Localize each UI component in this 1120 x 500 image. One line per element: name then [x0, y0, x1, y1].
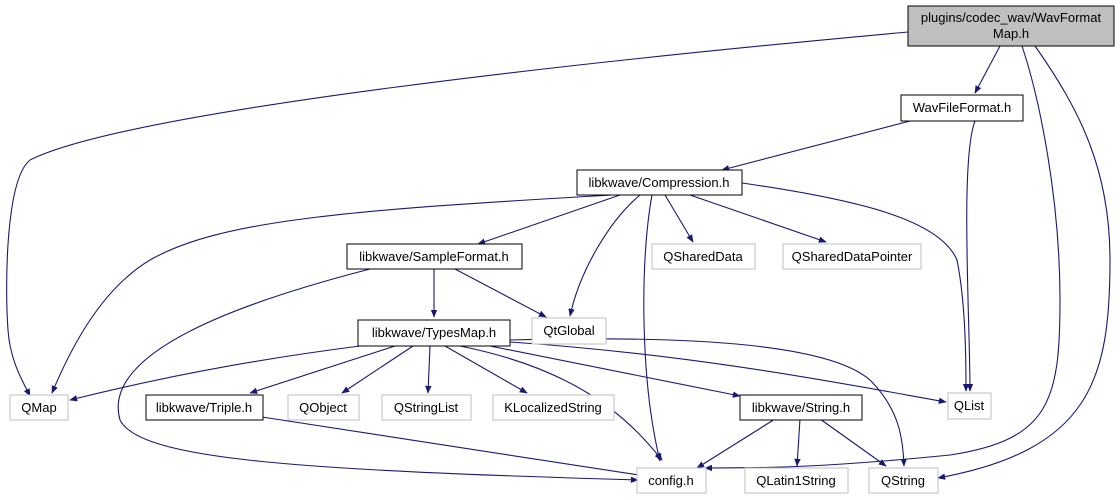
node-wavfileformat-label: WavFileFormat.h	[913, 100, 1011, 115]
node-qtglobal-label: QtGlobal	[543, 323, 594, 338]
node-klocalizedstring[interactable]: KLocalizedString	[492, 394, 615, 421]
node-qlatin1string[interactable]: QLatin1String	[744, 467, 849, 494]
edge-root-to-config	[704, 45, 1061, 472]
node-qlist-label: QList	[954, 398, 985, 413]
edge-compression-to-qtglobal	[568, 194, 641, 317]
node-qstring-label: QString	[881, 473, 925, 488]
edge-root-to-wavfileformat	[974, 45, 1001, 94]
edge-typesmap-to-qstring	[509, 338, 907, 467]
node-typesmap[interactable]: libkwave/TypesMap.h	[357, 319, 511, 347]
edge-typesmap-to-qstringlist	[425, 345, 432, 394]
node-qstring[interactable]: QString	[868, 467, 939, 494]
edge-string-to-config	[696, 418, 776, 469]
node-qshareddatapointer[interactable]: QSharedDataPointer	[782, 243, 922, 270]
edge-typesmap-to-string	[489, 345, 741, 398]
node-compression-label: libkwave/Compression.h	[589, 175, 730, 190]
node-root-label-line2: Map.h	[993, 26, 1029, 41]
node-qlist[interactable]: QList	[947, 392, 992, 420]
node-root-label-line1: plugins/codec_wav/WavFormat	[921, 10, 1102, 25]
node-root[interactable]: plugins/codec_wav/WavFormat Map.h	[907, 5, 1115, 47]
edge-triple-to-config	[261, 416, 646, 479]
node-config[interactable]: config.h	[636, 467, 707, 494]
nodes-group: plugins/codec_wav/WavFormat Map.h WavFil…	[9, 5, 1115, 494]
node-triple-label: libkwave/Triple.h	[156, 400, 252, 415]
edge-typesmap-to-klocalizedstring	[444, 345, 528, 394]
edge-compression-to-sampleformat	[477, 194, 621, 245]
node-compression[interactable]: libkwave/Compression.h	[576, 169, 743, 196]
node-sampleformat[interactable]: libkwave/SampleFormat.h	[346, 243, 523, 270]
edge-typesmap-to-triple	[249, 345, 396, 394]
node-klocalizedstring-label: KLocalizedString	[504, 400, 602, 415]
node-wavfileformat[interactable]: WavFileFormat.h	[900, 94, 1024, 122]
edge-compression-to-qmap	[51, 194, 613, 394]
edge-compression-to-qlist	[741, 182, 970, 392]
node-qlatin1string-label: QLatin1String	[756, 473, 836, 488]
edge-typesmap-to-qobject	[341, 345, 414, 394]
edge-root-to-qmap	[6, 31, 909, 397]
edge-typesmap-to-qmap	[69, 345, 361, 402]
node-config-label: config.h	[648, 473, 694, 488]
node-sampleformat-label: libkwave/SampleFormat.h	[359, 249, 509, 264]
edge-compression-to-qshareddatapointer	[689, 194, 827, 243]
node-typesmap-label: libkwave/TypesMap.h	[372, 325, 496, 340]
edge-root-to-qstring	[937, 45, 1111, 480]
edges-group	[6, 31, 1111, 483]
node-qmap[interactable]: QMap	[9, 394, 69, 421]
node-qstringlist[interactable]: QStringList	[381, 394, 472, 421]
node-triple[interactable]: libkwave/Triple.h	[145, 394, 264, 421]
node-string[interactable]: libkwave/String.h	[739, 394, 863, 421]
node-qstringlist-label: QStringList	[394, 400, 459, 415]
edge-typesmap-to-qlist	[509, 341, 947, 404]
node-qobject-label: QObject	[299, 400, 347, 415]
edge-wavfileformat-to-compression	[721, 120, 911, 172]
edge-wavfileformat-to-qlist	[966, 120, 976, 392]
node-qshareddata-label: QSharedData	[663, 249, 743, 264]
edge-sampleformat-to-config	[117, 268, 639, 483]
node-qobject[interactable]: QObject	[287, 394, 360, 421]
node-string-label: libkwave/String.h	[752, 400, 850, 415]
node-qshareddata[interactable]: QSharedData	[651, 243, 756, 270]
edge-string-to-qstring	[819, 418, 887, 467]
edge-string-to-qlatin1string	[794, 418, 801, 467]
edge-sampleformat-to-qtglobal	[454, 268, 547, 318]
edge-compression-to-qshareddata	[664, 194, 694, 243]
node-qmap-label: QMap	[21, 400, 56, 415]
edge-compression-to-config	[643, 194, 662, 462]
node-qshareddatapointer-label: QSharedDataPointer	[792, 249, 913, 264]
node-qtglobal[interactable]: QtGlobal	[531, 317, 607, 345]
